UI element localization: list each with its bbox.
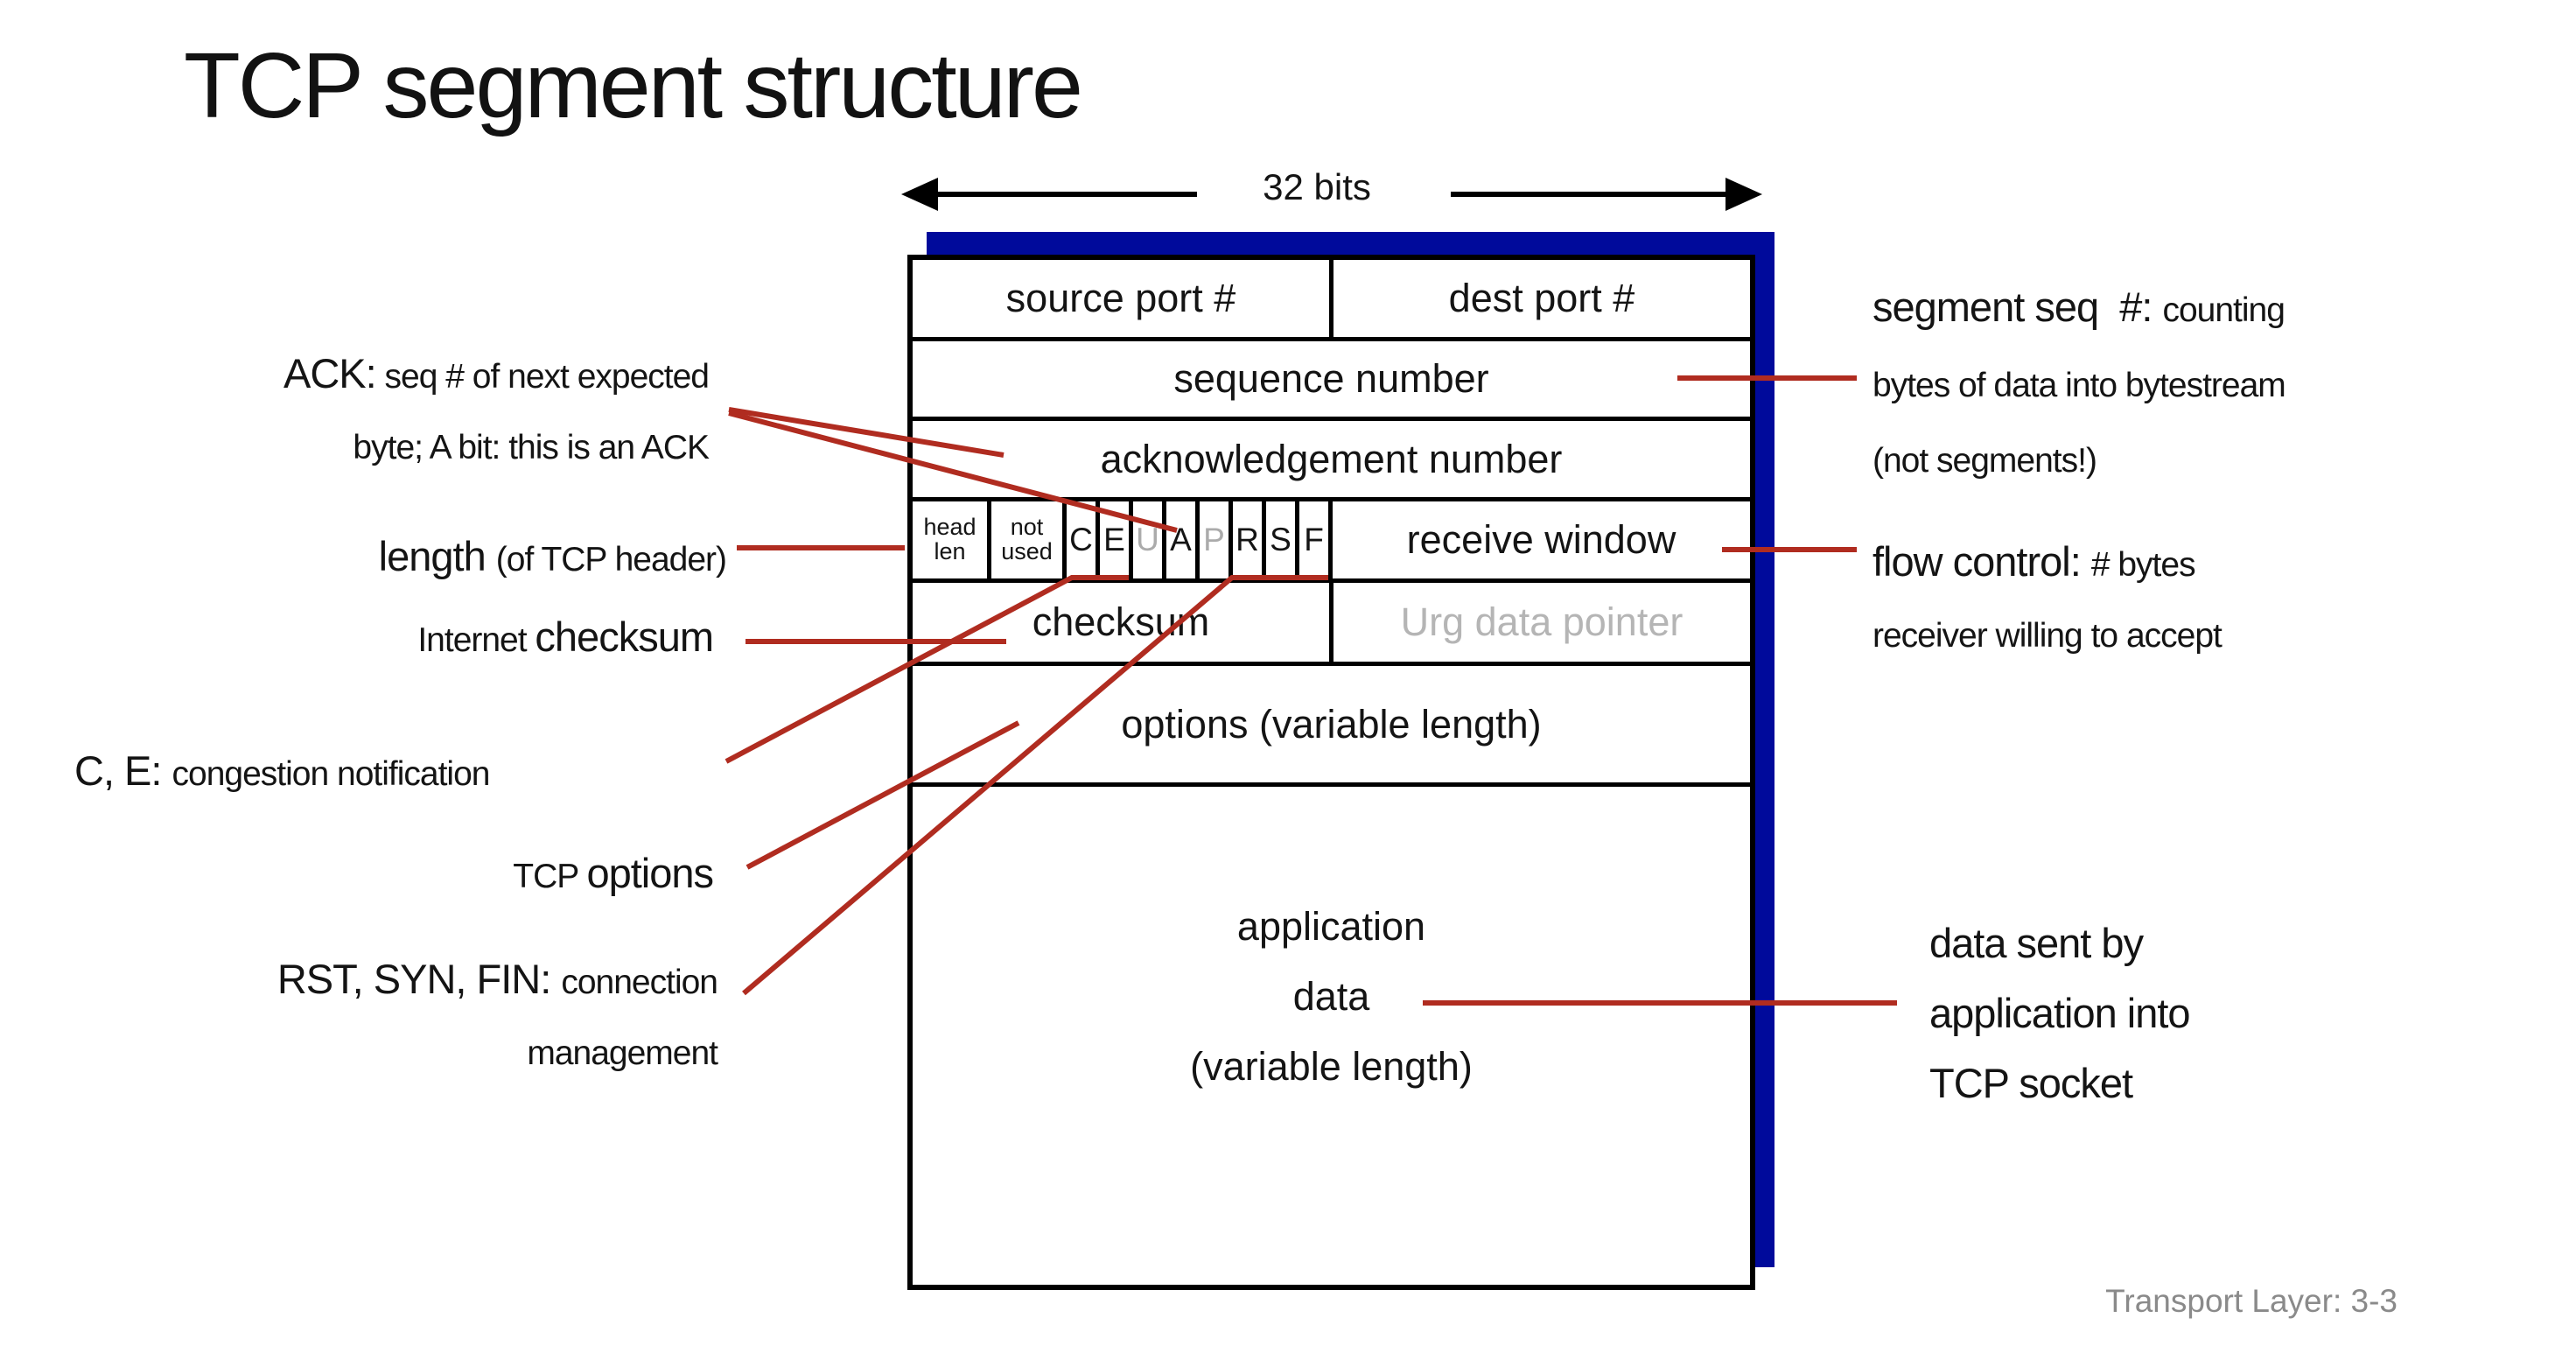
cell-flag-f: F xyxy=(1299,501,1333,578)
annotation-rst-syn-fin: RST, SYN, FIN: connection management xyxy=(276,956,718,1072)
cell-flag-a: A xyxy=(1166,501,1200,578)
bits-arrow-left-head xyxy=(901,178,938,211)
annotation-length: length (of TCP header) xyxy=(378,533,727,579)
cell-dest-port: dest port # xyxy=(1448,276,1635,320)
cell-flag-p: P xyxy=(1200,501,1233,578)
cell-checksum: checksum xyxy=(913,583,1334,662)
cell-flag-r: R xyxy=(1233,501,1266,578)
annotation-congestion: C, E: congestion notification xyxy=(74,747,490,794)
cell-receive-window: receive window xyxy=(1406,517,1676,562)
row-flags: head len not used C E U A P R S F receiv… xyxy=(913,501,1750,583)
annotation-internet-checksum: Internet checksum xyxy=(417,613,714,660)
row-acknowledgement: acknowledgement number xyxy=(913,421,1750,501)
cell-not-used: not used xyxy=(991,501,1067,578)
cell-flag-u: U xyxy=(1133,501,1166,578)
cell-application-data: application data (variable length) xyxy=(1190,904,1473,1089)
tcp-segment-table: source port # dest port # sequence numbe… xyxy=(907,255,1755,1290)
annotation-data-sent: data sent by application into TCP socket xyxy=(1929,920,2191,1106)
annotation-segment-seq: segment seq #: counting bytes of data in… xyxy=(1872,284,2286,480)
row-checksum: checksum Urg data pointer xyxy=(913,583,1750,666)
row-options: options (variable length) xyxy=(913,666,1750,787)
cell-source-port: source port # xyxy=(913,260,1334,337)
cell-flag-e: E xyxy=(1100,501,1133,578)
cell-flag-c: C xyxy=(1067,501,1100,578)
bits-width-label: 32 bits xyxy=(1263,166,1371,207)
annotation-tcp-options: TCP options xyxy=(513,850,714,896)
cell-flag-s: S xyxy=(1266,501,1299,578)
annotation-flow-control: flow control: # bytes receiver willing t… xyxy=(1872,538,2222,655)
slide-footer: Transport Layer: 3-3 xyxy=(2105,1283,2398,1319)
cell-ack-number: acknowledgement number xyxy=(1100,436,1563,481)
cell-urg-pointer: Urg data pointer xyxy=(1400,599,1684,644)
cell-sequence-number: sequence number xyxy=(1173,356,1489,401)
page-title: TCP segment structure xyxy=(184,34,1083,137)
row-ports: source port # dest port # xyxy=(913,260,1750,341)
cell-head-len: head len xyxy=(913,501,991,578)
row-sequence: sequence number xyxy=(913,341,1750,421)
annotation-ack: ACK: seq # of next expected byte; A bit:… xyxy=(284,350,710,466)
cell-options: options (variable length) xyxy=(1121,701,1542,747)
bits-arrow-right-head xyxy=(1726,178,1762,211)
row-app-data: application data (variable length) xyxy=(913,787,1750,1285)
